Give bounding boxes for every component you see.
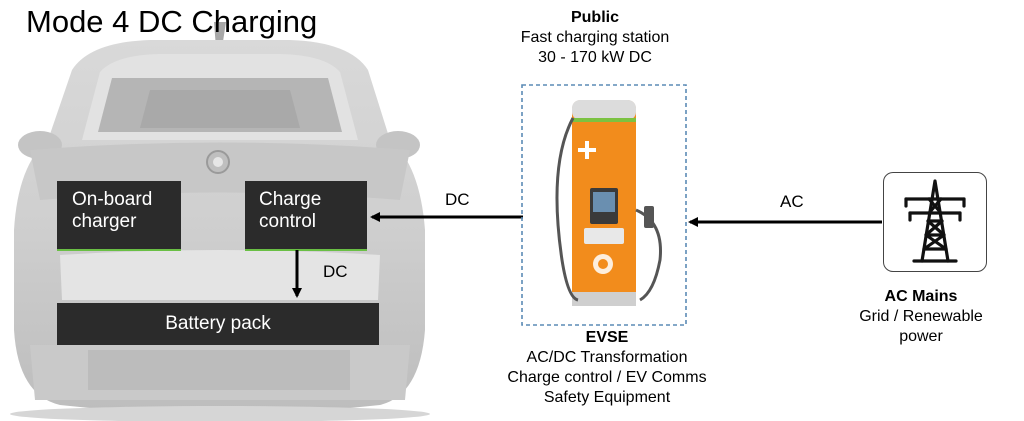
charge-control-label: Charge control (259, 189, 322, 232)
station-caption: Public Fast charging station 30 - 170 kW… (470, 8, 720, 68)
public-heading: Public (570, 9, 619, 26)
evse-line-1: AC/DC Transformation (526, 349, 688, 366)
charging-station-image (555, 100, 662, 306)
ac-mains-caption: AC Mains Grid / Renewable power (846, 287, 996, 347)
onboard-charger-box: On-board charger (57, 181, 181, 251)
ac-mains-box (883, 172, 987, 272)
ac-mains-line-2: power (899, 328, 943, 345)
evse-line-3: Safety Equipment (543, 389, 671, 406)
internal-dc-label: DC (323, 262, 348, 281)
onboard-charger-label: On-board charger (72, 189, 153, 232)
station-frame (521, 84, 687, 326)
evse-caption: EVSE AC/DC Transformation Charge control… (462, 328, 752, 408)
dc-label: DC (445, 190, 470, 209)
station-power: 30 - 170 kW DC (538, 49, 652, 66)
charge-control-box: Charge control (245, 181, 367, 251)
ac-mains-heading: AC Mains (884, 288, 958, 305)
battery-pack-box: Battery pack (57, 303, 379, 345)
evse-heading: EVSE (585, 329, 629, 346)
station-type: Fast charging station (520, 29, 670, 46)
ac-label: AC (780, 192, 804, 211)
diagram-title: Mode 4 DC Charging (26, 4, 318, 39)
battery-pack-label: Battery pack (165, 313, 271, 334)
ac-mains-line-1: Grid / Renewable (859, 308, 983, 325)
evse-line-2: Charge control / EV Comms (507, 369, 707, 386)
transmission-tower-icon (904, 179, 966, 263)
